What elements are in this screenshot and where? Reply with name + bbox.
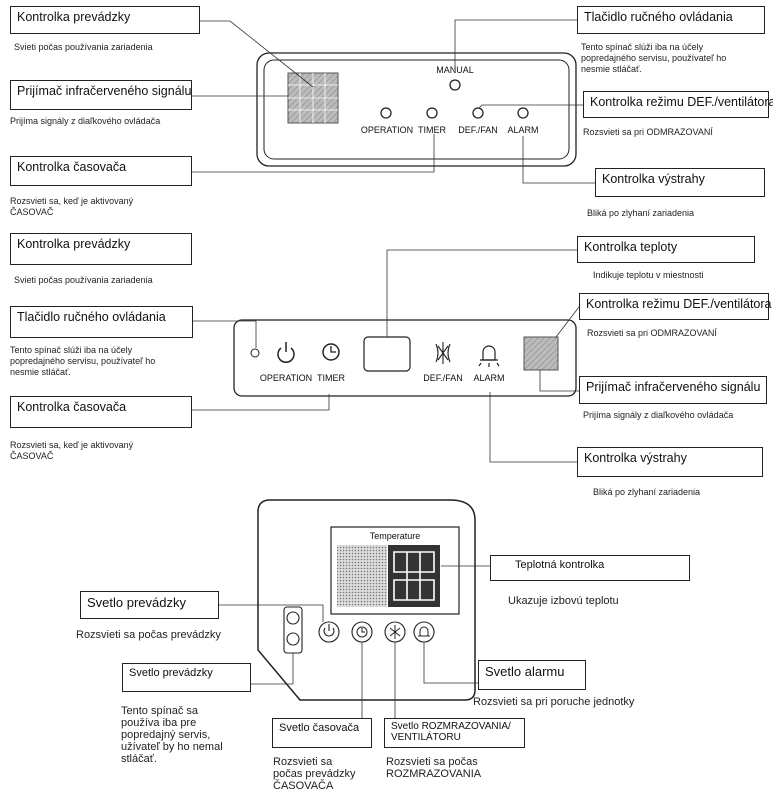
p3-callout-manual-title: Svetlo prevádzky: [122, 663, 251, 692]
panel2-manual-button: [250, 348, 260, 358]
callout-ir-desc: Prijíma signály z diaľkového ovládača: [10, 116, 161, 126]
panel3-power-icon: [318, 621, 340, 643]
power-icon: [277, 342, 295, 363]
alarm-bell-icon: [478, 345, 500, 367]
callout-manual-title: Tlačidlo ručného ovládania: [577, 6, 765, 34]
callout-alarm-desc: Bliká po zlyhaní zariadenia: [587, 208, 695, 218]
p2-callout-ir-desc: Prijíma signály z diaľkového ovládača: [583, 410, 734, 420]
panel2-temp-display: [363, 336, 411, 372]
manual-label: MANUAL: [436, 65, 474, 75]
p2-callout-def-desc: Rozsvieti sa pri ODMRAZOVANÍ: [587, 328, 717, 338]
panel2-leader-lines: [192, 249, 580, 463]
p2-callout-timer-title: Kontrolka časovača: [10, 396, 192, 428]
panel3-alarm-icon: [413, 621, 435, 643]
p3-display-label: Temperature: [369, 531, 421, 541]
p2-callout-alarm-desc: Bliká po zlyhaní zariadenia: [593, 487, 701, 497]
clock-icon: [322, 343, 340, 361]
panel1-body: [256, 52, 577, 167]
callout-def-desc: Rozsvieti sa pri ODMRAZOVANÍ: [583, 127, 713, 137]
timer-label: TIMER: [418, 125, 446, 135]
p2-callout-manual-title: Tlačidlo ručného ovládania: [10, 306, 193, 338]
p3-callout-operation-desc: Rozsvieti sa počas prevádzky: [76, 629, 221, 641]
p2-def-fan-label: DEF./FAN: [423, 373, 463, 383]
p2-operation-label: OPERATION: [259, 373, 313, 383]
panel3-manual-slot: [283, 606, 303, 654]
panel3-leader-lines: [219, 565, 490, 718]
callout-operation-desc: Svieti počas používania zariadenia: [14, 42, 153, 52]
p3-callout-alarm-desc: Rozsvieti sa pri poruche jednotky: [473, 696, 635, 708]
callout-def-title: Kontrolka režimu DEF./ventilátora: [583, 91, 773, 118]
p2-callout-operation-desc: Svieti počas používania zariadenia: [14, 275, 153, 285]
p2-callout-def-title: Kontrolka režimu DEF./ventilátora: [579, 293, 772, 320]
panel1-ir-receiver: [287, 72, 339, 124]
panel3-defrost-icon: [384, 621, 406, 643]
p2-callout-temp-desc: Indikuje teplotu v miestnosti: [593, 270, 704, 280]
p3-callout-operation-title: Svetlo prevádzky: [80, 591, 219, 619]
panel3-body: [257, 499, 476, 701]
p3-callout-alarm-title: Svetlo alarmu: [478, 660, 586, 690]
def-fan-label: DEF./FAN: [458, 125, 498, 135]
p3-callout-temp-desc: Ukazuje izbovú teplotu: [508, 595, 619, 607]
panel1-indicator-lights: [380, 79, 529, 119]
panel2-body: [233, 319, 577, 397]
callout-ir-title: Prijímač infračerveného signálu: [10, 80, 192, 110]
callout-timer-title: Kontrolka časovača: [10, 156, 192, 186]
panel3-clock-icon: [351, 621, 373, 643]
p2-alarm-label: ALARM: [473, 373, 505, 383]
panel2-ir-receiver: [523, 336, 559, 371]
p3-callout-def-title: Svetlo ROZMRAZOVANIA/VENTILÁTORU: [384, 718, 525, 748]
p2-callout-alarm-title: Kontrolka výstrahy: [577, 447, 763, 477]
p2-callout-operation-title: Kontrolka prevádzky: [10, 233, 192, 265]
p3-callout-temp-title: Teplotná kontrolka: [490, 555, 690, 581]
p2-callout-ir-title: Prijímač infračerveného signálu: [579, 376, 767, 404]
operation-label: OPERATION: [360, 125, 414, 135]
alarm-label: ALARM: [507, 125, 539, 135]
callout-operation-title: Kontrolka prevádzky: [10, 6, 200, 34]
p2-timer-label: TIMER: [317, 373, 345, 383]
defrost-fan-icon: [435, 342, 451, 364]
callout-alarm-title: Kontrolka výstrahy: [595, 168, 765, 197]
p2-callout-temp-title: Kontrolka teploty: [577, 236, 755, 263]
p3-callout-timer-title: Svetlo časovača: [272, 718, 372, 748]
panel1-leader-lines: [192, 19, 595, 184]
